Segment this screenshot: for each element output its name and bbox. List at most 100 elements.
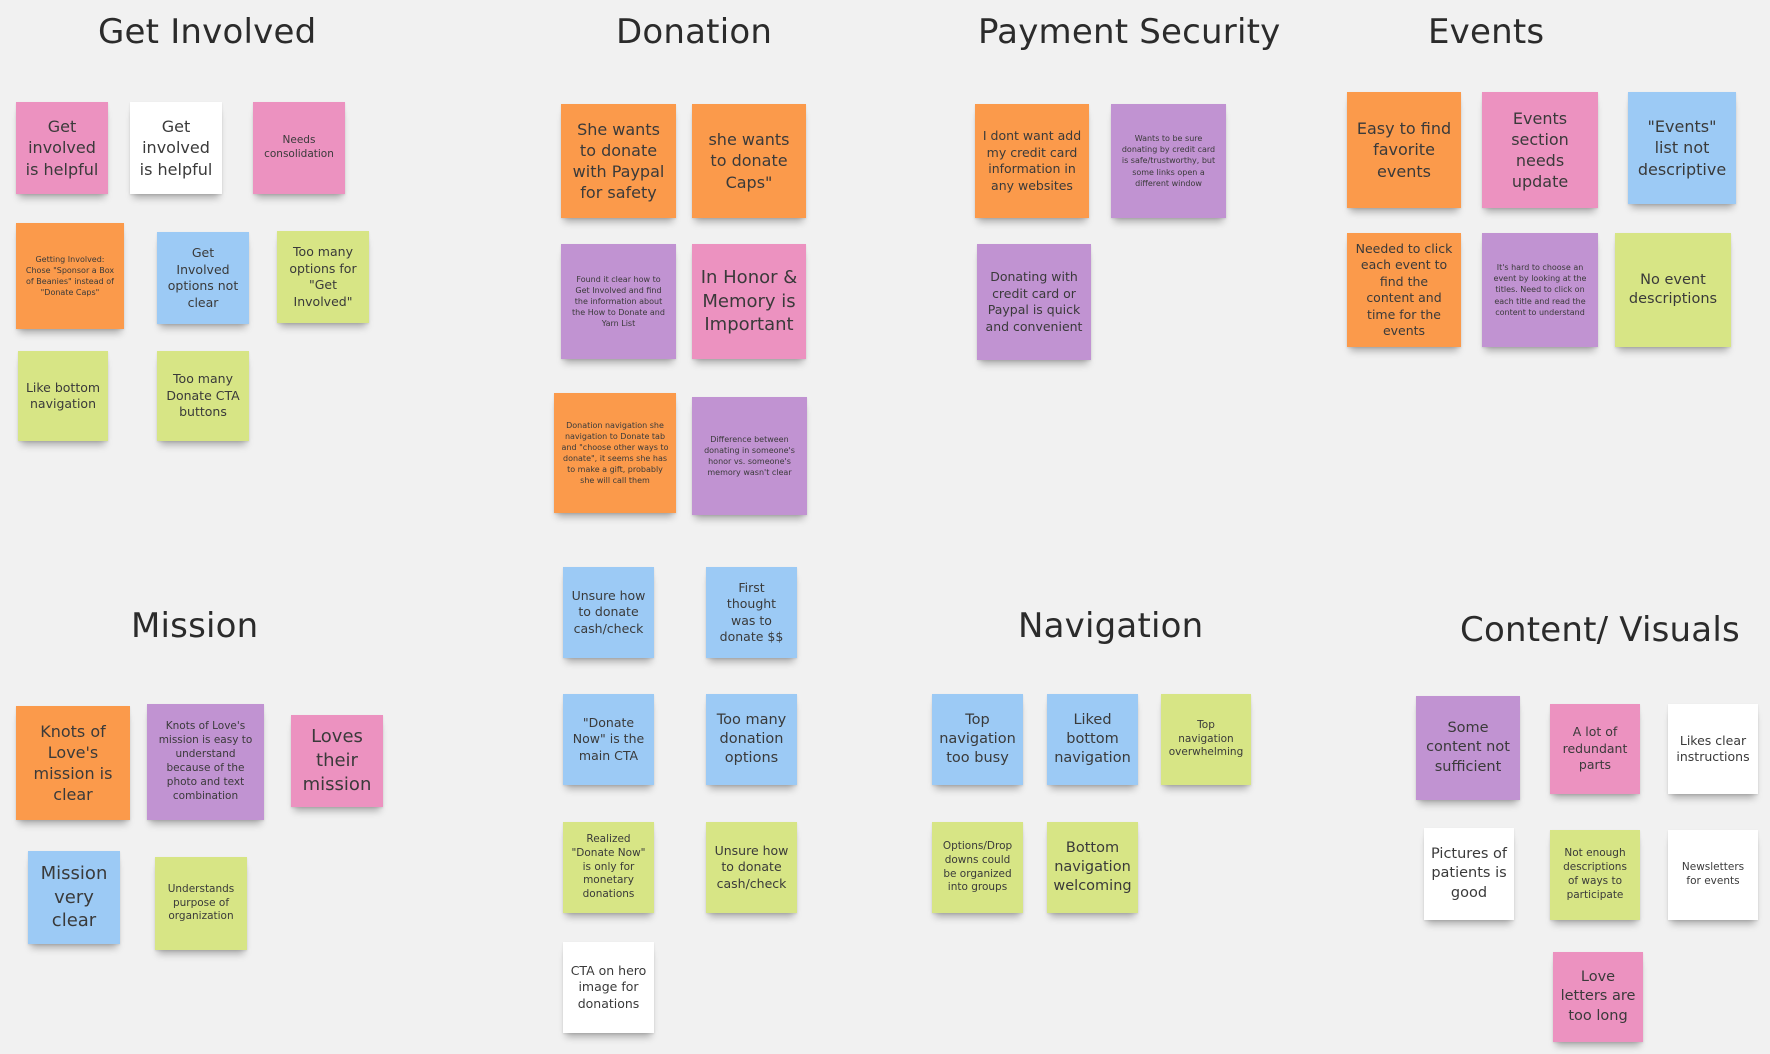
note-text: Wants to be sure donating by credit card… <box>1121 134 1216 188</box>
sticky-note[interactable]: Get involved is helpful <box>130 102 222 194</box>
note-text: Top navigation too busy <box>939 711 1016 767</box>
cluster-title-get-involved: Get Involved <box>98 12 317 52</box>
sticky-note[interactable]: Found it clear how to Get Involved and f… <box>561 244 676 359</box>
note-text: Realized "Donate Now" is only for moneta… <box>571 832 646 901</box>
cluster-title-donation: Donation <box>616 12 773 52</box>
note-text: Some content not sufficient <box>1426 720 1510 775</box>
note-text: Bottom navigation welcoming <box>1053 839 1132 895</box>
sticky-note[interactable]: Understands purpose of organization <box>155 857 247 950</box>
note-text: Love letters are too long <box>1560 969 1636 1024</box>
note-text: Found it clear how to Get Involved and f… <box>572 274 665 329</box>
sticky-note[interactable]: she wants to donate Caps" <box>692 104 806 218</box>
note-text: "Events" list not descriptive <box>1637 117 1727 179</box>
note-text: Understands purpose of organization <box>167 882 235 923</box>
sticky-note[interactable]: Top navigation too busy <box>932 694 1023 785</box>
sticky-note[interactable]: Not enough descriptions of ways to parti… <box>1550 830 1640 920</box>
sticky-note[interactable]: Options/Drop downs could be organized in… <box>932 822 1023 913</box>
cluster-title-events: Events <box>1428 12 1545 52</box>
sticky-note[interactable]: Some content not sufficient <box>1416 696 1520 800</box>
sticky-note[interactable]: First thought was to donate $$ <box>706 567 797 658</box>
note-text: A lot of redundant parts <box>1562 724 1628 773</box>
note-text: Get involved is helpful <box>25 117 99 179</box>
sticky-note[interactable]: Pictures of patients is good <box>1424 828 1514 920</box>
sticky-note[interactable]: Knots of Love's mission is clear <box>16 706 130 820</box>
note-text: Newsletters for events <box>1681 861 1745 887</box>
sticky-note[interactable]: "Events" list not descriptive <box>1628 92 1736 204</box>
note-text: Get involved is helpful <box>139 117 213 179</box>
note-text: Unsure how to donate cash/check <box>714 842 789 891</box>
note-text: Too many options for "Get Involved" <box>289 244 357 309</box>
note-text: Getting Involved: Chose "Sponsor a Box o… <box>25 254 115 298</box>
sticky-note[interactable]: Easy to find favorite events <box>1347 92 1461 208</box>
note-text: Mission very clear <box>40 862 108 932</box>
sticky-note[interactable]: Mission very clear <box>28 851 120 944</box>
sticky-note[interactable]: Too many Donate CTA buttons <box>157 351 249 441</box>
sticky-note[interactable]: No event descriptions <box>1615 233 1731 347</box>
note-text: Not enough descriptions of ways to parti… <box>1563 847 1627 901</box>
sticky-note[interactable]: Love letters are too long <box>1553 952 1643 1042</box>
sticky-note[interactable]: Difference between donating in someone's… <box>692 397 807 515</box>
note-text: Top navigation overwhelming <box>1168 718 1244 759</box>
sticky-note[interactable]: Loves their mission <box>291 715 383 807</box>
sticky-note[interactable]: CTA on hero image for donations <box>563 942 654 1033</box>
cluster-title-navigation: Navigation <box>1018 606 1204 646</box>
note-text: I dont want add my credit card informati… <box>982 128 1082 193</box>
cluster-title-mission: Mission <box>131 606 259 646</box>
sticky-note[interactable]: She wants to donate with Paypal for safe… <box>561 104 676 218</box>
sticky-note[interactable]: In Honor & Memory is Important <box>692 244 806 359</box>
note-text: Loves their mission <box>302 726 372 795</box>
note-text: Unsure how to donate cash/check <box>571 587 646 636</box>
sticky-note[interactable]: Get Involved options not clear <box>157 232 249 324</box>
sticky-note[interactable]: Like bottom navigation <box>18 351 108 441</box>
sticky-note[interactable]: Needs consolidation <box>253 102 345 194</box>
sticky-note[interactable]: Knots of Love's mission is easy to under… <box>147 704 264 820</box>
sticky-note[interactable]: Newsletters for events <box>1668 830 1758 920</box>
note-text: Like bottom navigation <box>25 379 101 412</box>
sticky-note[interactable]: It's hard to choose an event by looking … <box>1482 233 1598 347</box>
note-text: Needed to click each event to find the c… <box>1355 240 1453 339</box>
note-text: She wants to donate with Paypal for safe… <box>572 119 665 203</box>
note-text: she wants to donate Caps" <box>708 130 790 192</box>
note-text: Options/Drop downs could be organized in… <box>942 839 1013 894</box>
note-text: Difference between donating in someone's… <box>704 434 795 478</box>
sticky-note[interactable]: Unsure how to donate cash/check <box>706 822 797 913</box>
sticky-note[interactable]: Donating with credit card or Paypal is q… <box>977 244 1091 360</box>
note-text: Liked bottom navigation <box>1054 711 1131 767</box>
sticky-note[interactable]: A lot of redundant parts <box>1550 704 1640 794</box>
note-text: Needs consolidation <box>264 134 334 160</box>
sticky-note[interactable]: Getting Involved: Chose "Sponsor a Box o… <box>16 223 124 329</box>
cluster-title-content-visuals: Content/ Visuals <box>1460 610 1740 650</box>
note-text: No event descriptions <box>1628 271 1718 307</box>
sticky-note[interactable]: "Donate Now" is the main CTA <box>563 694 654 785</box>
note-text: Get Involved options not clear <box>167 245 239 310</box>
cluster-title-payment-security: Payment Security <box>978 12 1281 52</box>
sticky-note[interactable]: Needed to click each event to find the c… <box>1347 233 1461 347</box>
note-text: First thought was to donate $$ <box>719 579 784 645</box>
note-text: Pictures of patients is good <box>1431 846 1508 901</box>
note-text: It's hard to choose an event by looking … <box>1493 263 1587 317</box>
note-text: Donation navigation she navigation to Do… <box>561 420 669 486</box>
note-text: CTA on hero image for donations <box>570 962 647 1011</box>
sticky-note[interactable]: Unsure how to donate cash/check <box>563 567 654 658</box>
note-text: Knots of Love's mission is easy to under… <box>158 720 253 802</box>
sticky-note[interactable]: Events section needs update <box>1482 92 1598 208</box>
sticky-note[interactable]: Too many donation options <box>706 694 797 785</box>
note-text: Too many donation options <box>716 711 787 767</box>
sticky-note[interactable]: Wants to be sure donating by credit card… <box>1111 104 1226 218</box>
sticky-note[interactable]: Bottom navigation welcoming <box>1047 822 1138 913</box>
sticky-note[interactable]: Liked bottom navigation <box>1047 694 1138 785</box>
sticky-note[interactable]: I dont want add my credit card informati… <box>975 104 1089 218</box>
sticky-note[interactable]: Get involved is helpful <box>16 102 108 194</box>
sticky-note[interactable]: Top navigation overwhelming <box>1161 694 1251 785</box>
note-text: Knots of Love's mission is clear <box>33 721 113 805</box>
sticky-note[interactable]: Likes clear instructions <box>1668 704 1758 794</box>
note-text: In Honor & Memory is Important <box>700 266 798 336</box>
sticky-note[interactable]: Realized "Donate Now" is only for moneta… <box>563 822 654 913</box>
sticky-note[interactable]: Donation navigation she navigation to Do… <box>554 393 676 513</box>
sticky-note[interactable]: Too many options for "Get Involved" <box>277 231 369 323</box>
note-text: Too many Donate CTA buttons <box>166 371 240 420</box>
note-text: Donating with credit card or Paypal is q… <box>985 269 1083 334</box>
note-text: Likes clear instructions <box>1676 732 1750 765</box>
note-text: Events section needs update <box>1511 108 1569 192</box>
